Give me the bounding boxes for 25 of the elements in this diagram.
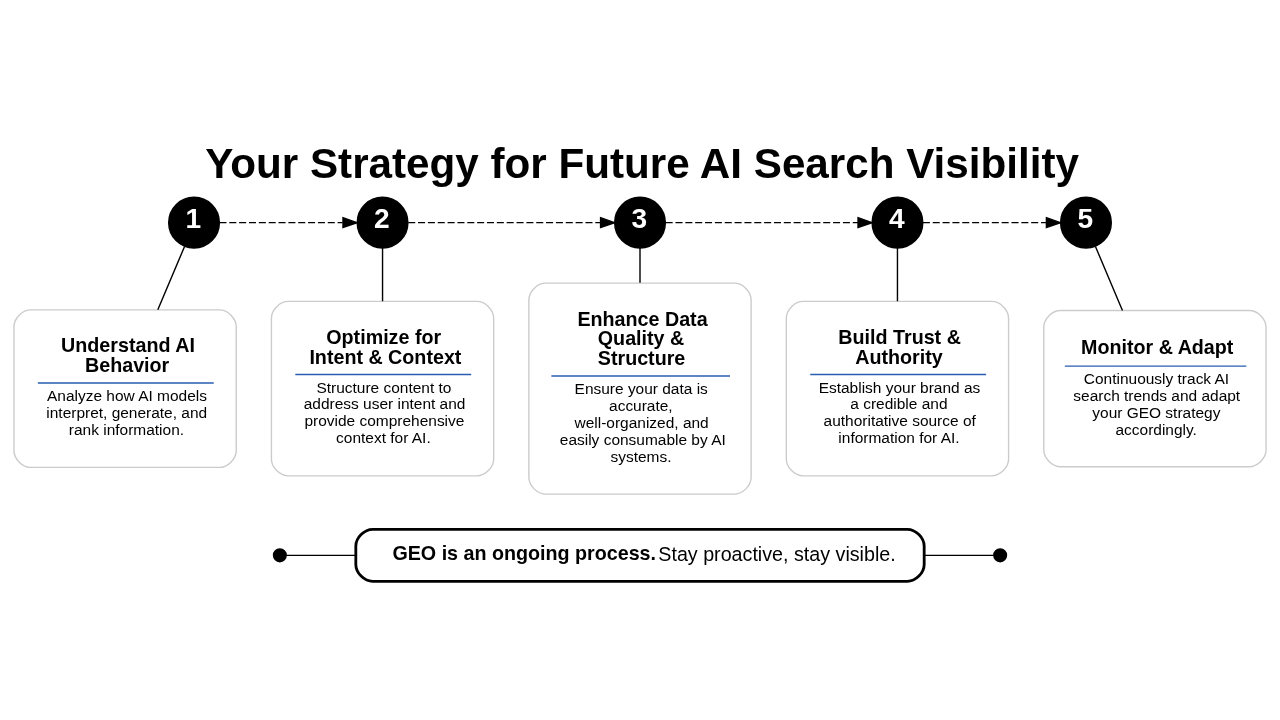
node-box: Understand AI Behavior Analyze how AI models interpret, generate, and rank information. [13, 308, 237, 468]
node-circle [272, 547, 287, 562]
connector [1094, 245, 1124, 311]
diagram-title: Your Strategy for Future AI Search Visibility [205, 139, 1079, 187]
node-box: Monitor & Adapt Continuously track AI search trends and adapt your GEO strategy accordingly. [1043, 309, 1267, 467]
connector [639, 246, 641, 283]
node-box: Optimize for Intent & Context Structure content to address user intent and provide comprehensive context for AI. [270, 300, 495, 477]
node-circle: 4 [871, 196, 924, 249]
node-circle: 1 [168, 196, 221, 249]
node-circle: 3 [613, 196, 667, 249]
arrow [664, 216, 875, 229]
connector [924, 554, 995, 556]
arrow [218, 216, 360, 229]
arrow [922, 216, 1063, 229]
node-circle: 5 [1059, 196, 1112, 249]
connector [381, 246, 384, 302]
connector [896, 246, 899, 302]
node-box: GEO is an ongoing process.Stay proactive, stay visible. [354, 527, 926, 583]
node-circle: 2 [356, 196, 409, 249]
node-circle [993, 547, 1008, 562]
connector [157, 245, 186, 310]
node-box: Enhance Data Quality & Structure Ensure your data is accurate, well-organized, and easily consumable by AI systems. [528, 281, 752, 495]
arrow [407, 216, 617, 229]
node-box: Build Trust & Authority Establish your brand as a credible and authoritative source of information for AI. [785, 300, 1010, 477]
connector [285, 554, 356, 556]
